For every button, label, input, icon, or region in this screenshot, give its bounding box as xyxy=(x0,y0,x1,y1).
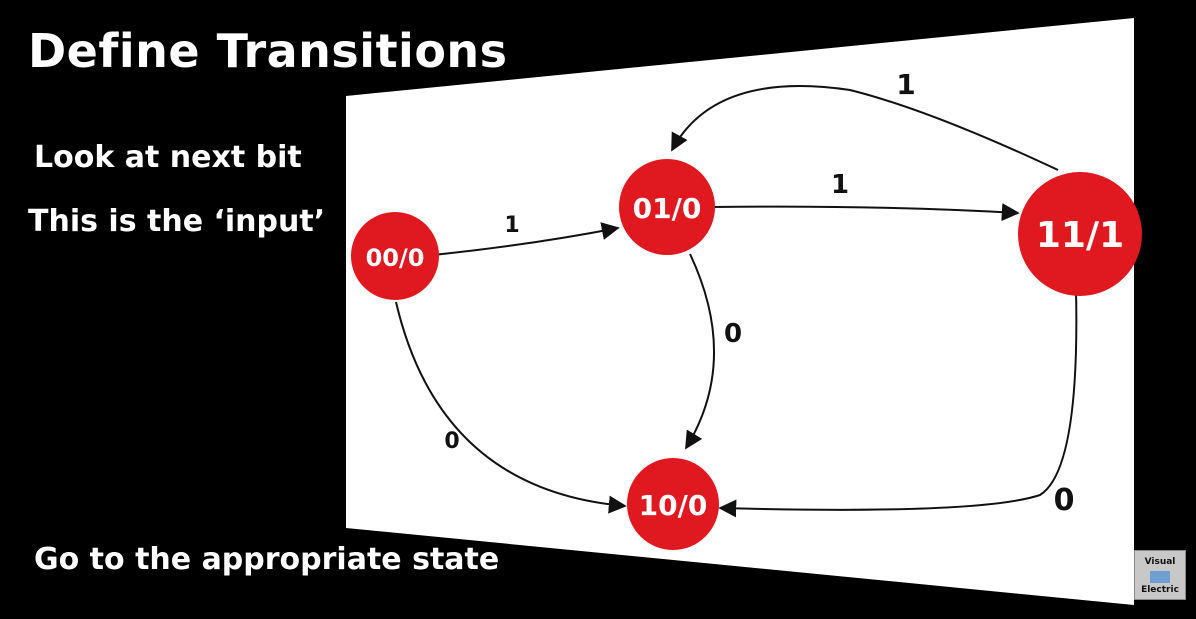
transition-00-01 xyxy=(432,222,620,256)
bullet-input: This is the ‘input’ xyxy=(28,204,326,239)
state-10: 10/0 xyxy=(627,458,719,550)
transition-label-01-10: 0 xyxy=(724,319,742,349)
logo-line-2: Electric xyxy=(1141,585,1179,595)
transition-11-10 xyxy=(718,289,1078,518)
transition-11-01 xyxy=(671,85,1059,171)
state-label-00: 00/0 xyxy=(366,244,425,272)
logo-mark-icon xyxy=(1150,571,1170,583)
diagram-panel xyxy=(346,18,1134,605)
transition-label-00-10: 0 xyxy=(444,429,459,454)
state-11: 11/1 xyxy=(1018,172,1142,296)
state-label-01: 01/0 xyxy=(633,192,702,225)
bullet-go-to-state: Go to the appropriate state xyxy=(34,542,500,577)
transition-label-11-01: 1 xyxy=(896,68,915,101)
state-00: 00/0 xyxy=(351,212,439,300)
bullet-look-at-next-bit: Look at next bit xyxy=(34,140,302,175)
slide-title: Define Transitions xyxy=(28,24,508,78)
transition-00-10 xyxy=(395,301,627,514)
transition-label-11-10: 0 xyxy=(1054,483,1075,518)
transition-label-00-01: 1 xyxy=(504,213,519,238)
transition-01-11 xyxy=(713,203,1020,222)
transition-label-01-11: 1 xyxy=(831,170,849,200)
visual-electric-logo: Visual Electric xyxy=(1134,550,1186,600)
state-01: 01/0 xyxy=(619,159,715,255)
logo-line-1: Visual xyxy=(1144,557,1176,567)
transition-01-10 xyxy=(685,253,716,450)
state-label-10: 10/0 xyxy=(639,489,708,522)
state-label-11: 11/1 xyxy=(1036,215,1124,256)
